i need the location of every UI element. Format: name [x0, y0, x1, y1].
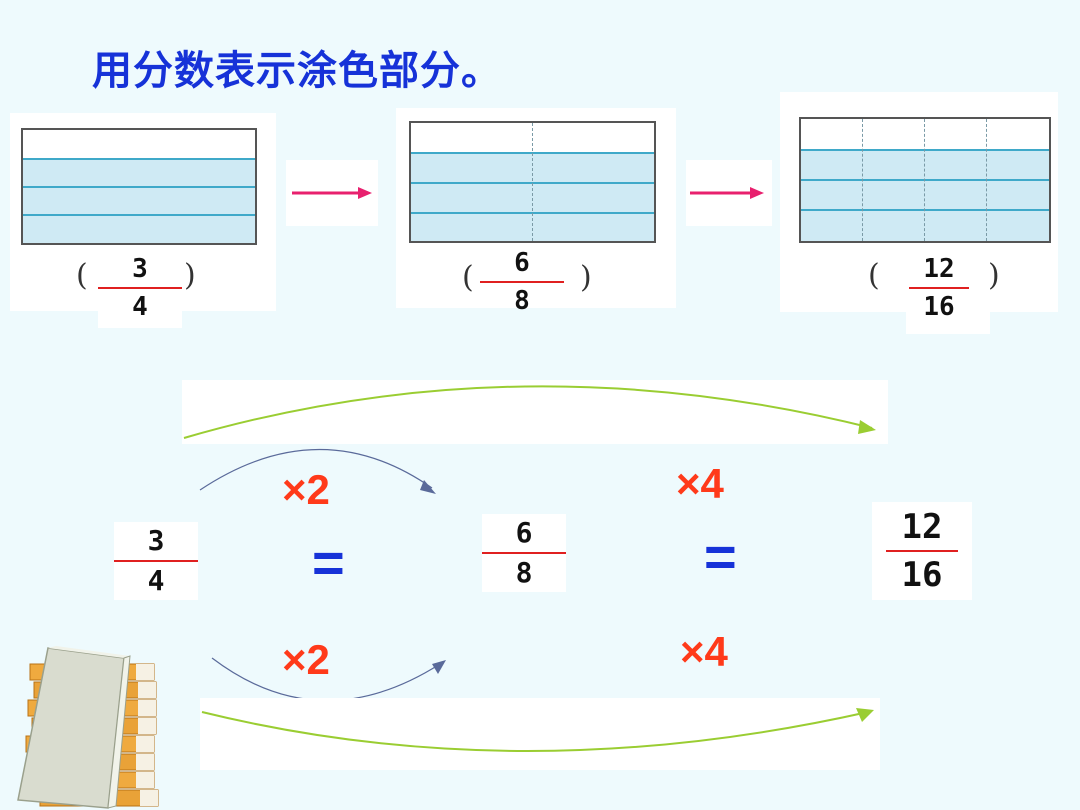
- paren-open-1: (: [76, 258, 88, 293]
- page-title: 用分数表示涂色部分。: [92, 48, 502, 94]
- denominator: 8: [514, 286, 530, 316]
- numerator: 6: [514, 248, 530, 278]
- multiplier-top-1: ×2: [282, 466, 330, 513]
- right-arrow-icon: [292, 187, 372, 199]
- multiplier-bottom-1: ×2: [282, 636, 330, 683]
- panel-fraction-3: 12 16: [906, 256, 972, 320]
- panel-fraction-1: 3 4: [98, 256, 182, 320]
- paren-open-3: (: [868, 258, 880, 293]
- top-arc-box: [182, 380, 888, 444]
- numerator: 6: [515, 516, 533, 549]
- rectangle-eighths: [409, 121, 656, 243]
- equation-fraction-2: 6 8: [482, 514, 566, 592]
- panel-fraction-2: 6 8: [480, 250, 564, 314]
- equation-fraction-3: 12 16: [872, 502, 972, 600]
- numerator: 12: [923, 254, 955, 284]
- equals-sign-2: =: [704, 525, 737, 588]
- denominator: 16: [901, 555, 943, 595]
- denominator: 4: [147, 564, 165, 597]
- rectangle-quarters: [21, 128, 257, 245]
- denominator: 4: [132, 292, 148, 322]
- denominator: 8: [515, 556, 533, 589]
- right-arrow-icon: [690, 187, 764, 199]
- paren-close-3: ): [988, 258, 1000, 293]
- paren-open-2: (: [462, 260, 474, 295]
- paren-close-1: ): [184, 258, 196, 293]
- multiplier-bottom-2: ×4: [680, 628, 728, 675]
- denominator: 16: [923, 292, 955, 322]
- numerator: 3: [132, 254, 148, 284]
- equation-fraction-1: 3 4: [114, 522, 198, 600]
- books-icon: [17, 646, 159, 809]
- equals-sign-1: =: [312, 531, 345, 594]
- paren-close-2: ): [580, 260, 592, 295]
- numerator: 3: [147, 524, 165, 557]
- multiplier-top-2: ×4: [676, 460, 724, 507]
- rectangle-sixteenths: [799, 117, 1051, 243]
- numerator: 12: [901, 507, 943, 547]
